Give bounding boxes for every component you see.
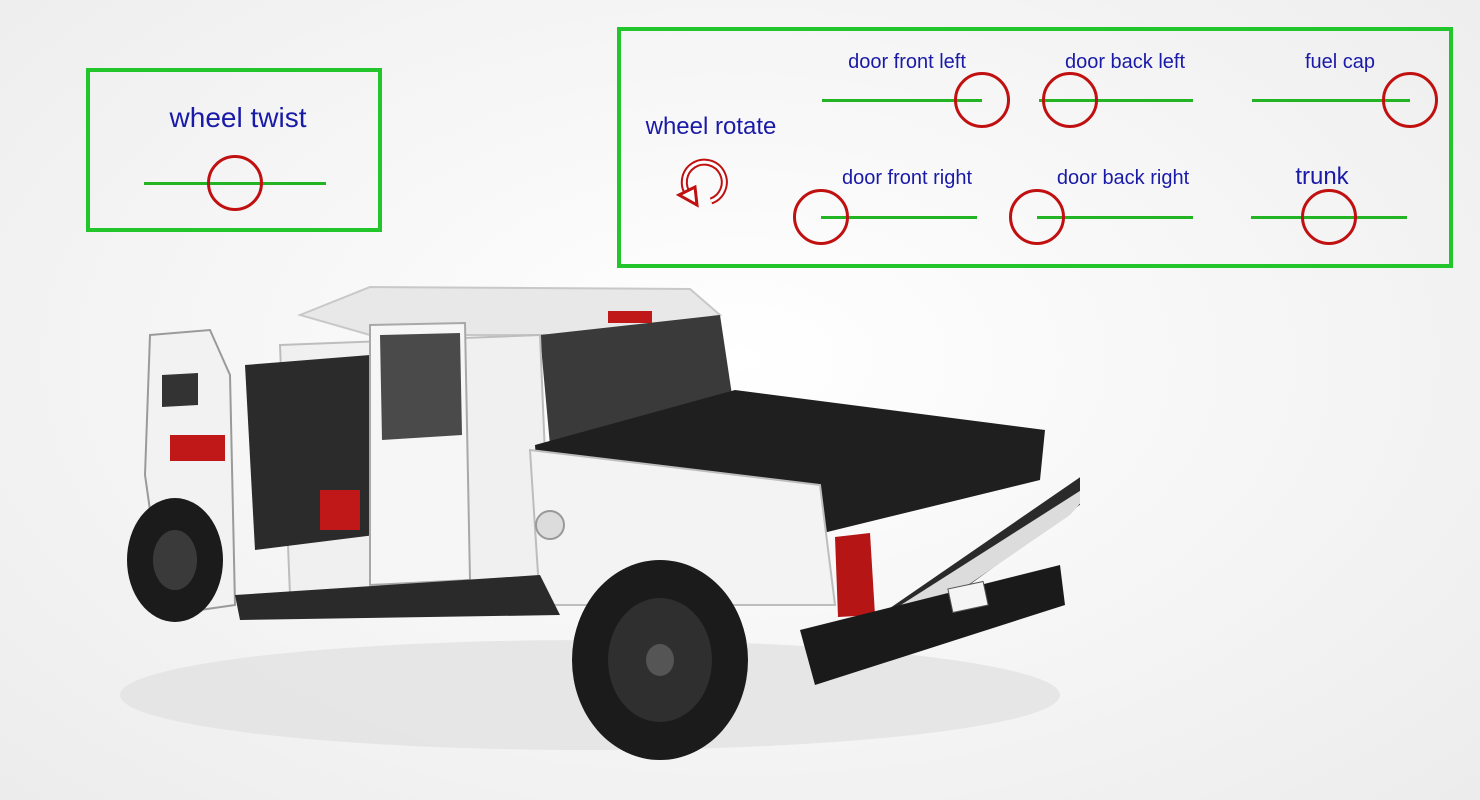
front-wheel [127,498,223,622]
brake-light-top [608,311,652,323]
door-back-left-label: door back left [1064,51,1186,73]
trunk-knob[interactable] [1301,189,1357,245]
rear-bumper [800,565,1065,685]
wheel-twist-knob[interactable] [207,155,263,211]
door-front-right-track[interactable] [821,216,977,219]
wheel-rotate-label: wheel rotate [645,113,777,140]
bed-side [528,448,837,606]
door-red-trim [170,435,225,461]
fuel-cap-label: fuel cap [1304,51,1376,73]
license-plate [947,580,989,614]
trunk-label: trunk [1295,163,1349,190]
rear-wheel [572,560,748,760]
door-front-left-label: door front left [848,51,966,73]
wheel-twist-panel: wheel twist [86,68,382,232]
side-mirror [162,373,198,407]
fuel-cap-icon [535,510,565,540]
rocker-panel [235,575,560,620]
tail-light [835,533,875,617]
rotate-icon[interactable] [673,149,737,213]
fuel-cap-knob[interactable] [1382,72,1438,128]
door-back-right-knob[interactable] [1009,189,1065,245]
door-back-right-track[interactable] [1037,216,1193,219]
wheel-twist-label: wheel twist [169,102,307,133]
door-back-left-track[interactable] [1039,99,1193,102]
door-back-right-label: door back right [1056,167,1190,189]
fuel-cap-track[interactable] [1252,99,1410,102]
door-front-right-knob[interactable] [793,189,849,245]
red-seat [320,490,360,530]
door-front-left-track[interactable] [822,99,982,102]
controls-panel: wheel rotate door front left door back l… [617,27,1453,268]
rear-door-window [380,333,462,440]
door-front-right-label: door front right [841,167,973,189]
door-back-left-knob[interactable] [1041,72,1098,128]
pickup-truck-model [120,285,1080,760]
door-front-left-knob[interactable] [954,72,1010,128]
